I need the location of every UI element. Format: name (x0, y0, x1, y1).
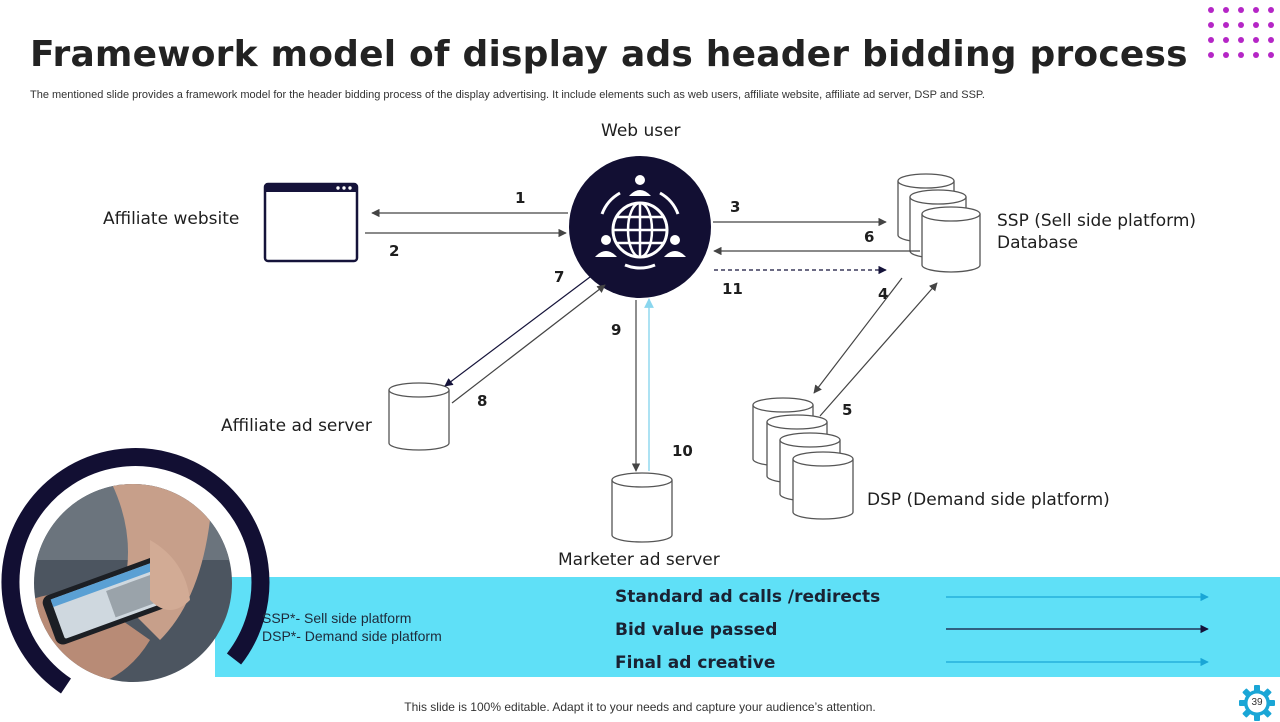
step-number: 2 (389, 242, 400, 260)
web-user-globe-icon (569, 156, 711, 298)
decorative-dot (1208, 7, 1214, 13)
step-number: 7 (554, 268, 565, 286)
legend-label-standard-ad-calls: Standard ad calls /redirects (615, 587, 881, 607)
decorative-dot (1223, 7, 1229, 13)
decorative-dot (1208, 52, 1214, 58)
step-number: 5 (842, 401, 853, 419)
ssp-label: SSP (Sell side platform) (997, 211, 1197, 231)
ssp-database-icon (897, 173, 981, 273)
page-subtitle: The mentioned slide provides a framework… (30, 89, 985, 101)
decorative-dot (1238, 22, 1244, 28)
step-number: 3 (730, 198, 741, 216)
decorative-dot (1208, 22, 1214, 28)
decorative-dot-grid (1204, 2, 1280, 60)
phone-hands-photo (34, 484, 232, 682)
abbreviation-dsp: DSP*- Demand side platform (262, 628, 442, 644)
legend-label-bid-value: Bid value passed (615, 620, 778, 640)
decorative-dot (1208, 37, 1214, 43)
decorative-dot (1223, 22, 1229, 28)
affiliate-website-label: Affiliate website (103, 209, 240, 229)
decorative-dot (1238, 7, 1244, 13)
step-number: 11 (722, 280, 743, 298)
decorative-dot (1253, 52, 1259, 58)
abbreviation-ssp: SSP*- Sell side platform (262, 610, 412, 626)
arrow-step-4 (813, 277, 903, 394)
decorative-dot (1223, 37, 1229, 43)
web-user-label: Web user (601, 121, 681, 141)
decorative-dot (1253, 7, 1259, 13)
decorative-dot (1223, 52, 1229, 58)
step-number: 6 (864, 228, 875, 246)
decorative-dot (1268, 22, 1274, 28)
navy-ring-arc (1, 448, 270, 694)
decorative-dot (1238, 52, 1244, 58)
legend-label-final-ad-creative: Final ad creative (615, 653, 776, 673)
decorative-dot (1268, 7, 1274, 13)
affiliate-ad-server-icon (388, 382, 450, 451)
affiliate-ad-server-label: Affiliate ad server (221, 416, 372, 436)
step-number: 10 (672, 442, 693, 460)
arrow-step-8 (451, 284, 606, 404)
step-number: 4 (878, 285, 889, 303)
legend-band (215, 577, 1280, 677)
marketer-ad-server-icon (611, 472, 673, 543)
dsp-database-icon (752, 397, 854, 520)
step-number: 8 (477, 392, 488, 410)
decorative-dot (1268, 52, 1274, 58)
page-title: Framework model of display ads header bi… (30, 34, 1188, 75)
ssp-database-label: Database (997, 233, 1079, 253)
dsp-label: DSP (Demand side platform) (867, 490, 1110, 510)
arrow-step-5 (819, 282, 938, 417)
page-number: 39 (1251, 697, 1263, 708)
decorative-dot (1268, 37, 1274, 43)
step-number: 1 (515, 189, 526, 207)
decorative-dot (1238, 37, 1244, 43)
decorative-dot (1253, 22, 1259, 28)
marketer-ad-server-label: Marketer ad server (558, 550, 720, 570)
decorative-dot (1253, 37, 1259, 43)
step-number: 9 (611, 321, 622, 339)
browser-window-icon (263, 182, 359, 263)
footer-note: This slide is 100% editable. Adapt it to… (404, 700, 876, 714)
arrow-step-7 (444, 276, 591, 387)
gear-icon (1239, 685, 1275, 721)
